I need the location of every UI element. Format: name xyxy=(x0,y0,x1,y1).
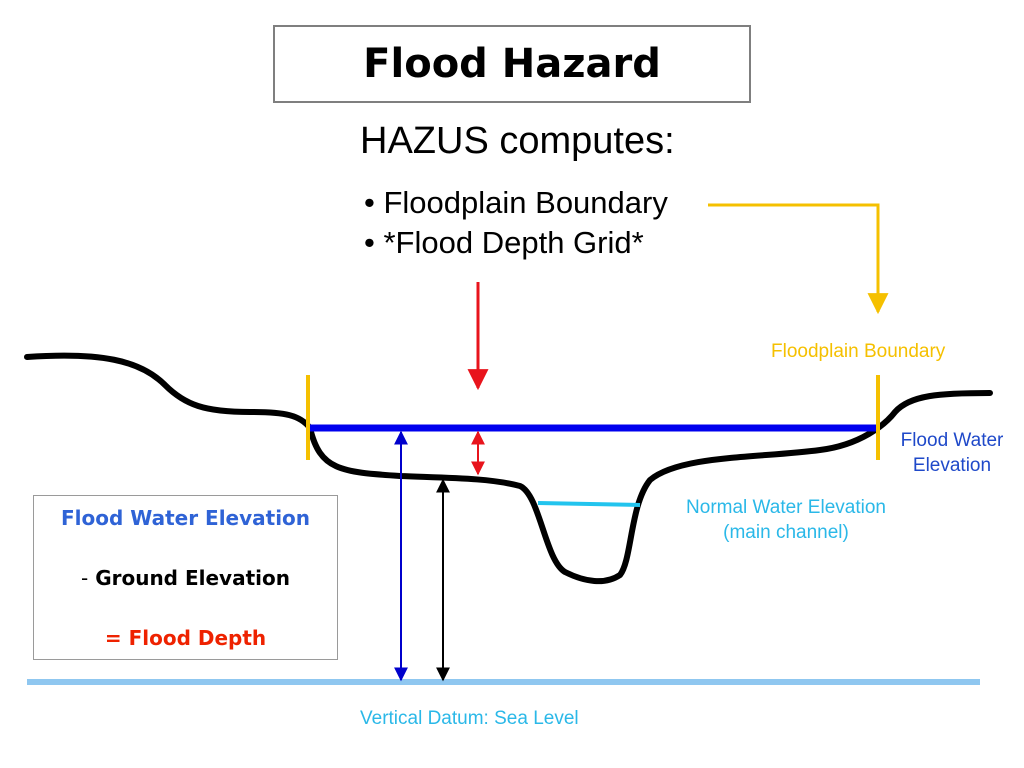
flood-water-elevation-label-line2: Elevation xyxy=(912,455,992,476)
normal-water-elevation-label: Normal Water Elevation (main channel) xyxy=(650,495,922,545)
bullet-item-floodplain-boundary: • Floodplain Boundary xyxy=(364,183,668,223)
normal-water-text: Normal Water xyxy=(686,497,803,518)
bullet-item-flood-depth-grid: • *Flood Depth Grid* xyxy=(364,223,668,263)
formula-ground-elevation: - Ground Elevation xyxy=(34,566,337,590)
bullet-marker: • xyxy=(364,185,375,220)
normal-water-elevation-text: Elevation xyxy=(807,497,886,518)
normal-water-line xyxy=(537,501,641,507)
formula-ground-elevation-text: Ground Elevation xyxy=(95,566,290,590)
floodplain-connector-arrow xyxy=(708,203,889,315)
bullet-list: • Floodplain Boundary • *Flood Depth Gri… xyxy=(364,183,668,263)
flood-water-elevation-label-line1: Flood Water xyxy=(900,430,1004,451)
normal-water-elevation-label-line2: (main channel) xyxy=(723,522,849,543)
page-title: Flood Hazard xyxy=(363,41,661,87)
flood-water-elevation-label: Flood Water Elevation xyxy=(880,428,1024,478)
title-box: Flood Hazard xyxy=(273,25,751,103)
flood-depth-formula-box: Flood Water Elevation - Ground Elevation… xyxy=(33,495,338,660)
formula-flood-depth: = Flood Depth xyxy=(104,626,267,650)
formula-flood-water-elevation: Flood Water Elevation xyxy=(60,506,311,530)
ground-profile xyxy=(24,352,993,585)
subtitle: HAZUS computes: xyxy=(360,120,675,162)
bullet-text: *Flood Depth Grid* xyxy=(383,225,644,260)
floodplain-boundary-label: Floodplain Boundary xyxy=(771,341,946,362)
bullet-marker: • xyxy=(364,225,375,260)
normal-water-elevation-label-line1: Normal Water Elevation xyxy=(650,495,922,520)
vertical-datum-label: Vertical Datum: Sea Level xyxy=(360,708,579,729)
formula-minus: - xyxy=(81,566,89,590)
bullet-text: Floodplain Boundary xyxy=(383,185,668,220)
